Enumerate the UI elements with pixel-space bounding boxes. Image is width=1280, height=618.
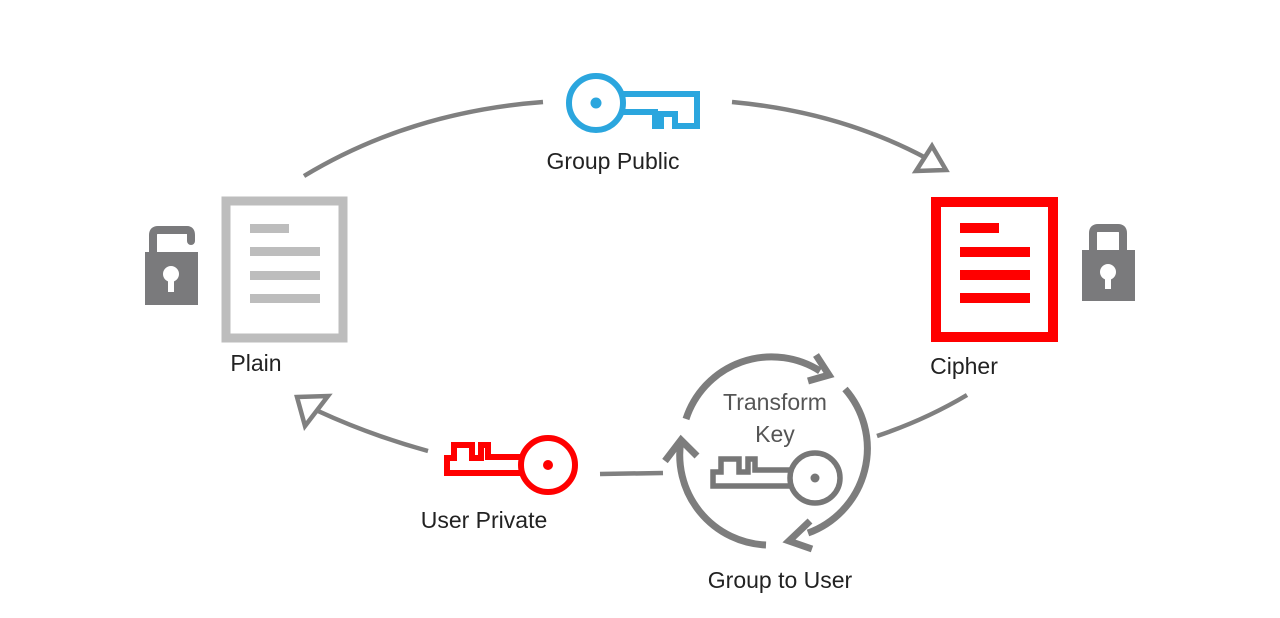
group-to-user-label: Group to User [708, 567, 853, 593]
arrow-plain-to-key [302, 99, 544, 178]
group-public-key-icon [566, 73, 700, 133]
plain-document-icon [221, 196, 348, 343]
arrow-private-to-plain [317, 408, 429, 454]
arrowhead-plain-icon [294, 393, 333, 431]
cycle-arrows-icon [662, 353, 871, 553]
arrow-cipher-to-transform [876, 393, 969, 439]
user-private-key-icon [444, 435, 578, 495]
cipher-label: Cipher [930, 353, 998, 379]
cipher-document-icon [931, 197, 1058, 342]
arrowhead-cipher-icon [911, 141, 950, 174]
plain-label: Plain [230, 350, 281, 376]
user-private-label: User Private [421, 507, 548, 533]
unlocked-padlock-icon [145, 226, 198, 305]
locked-padlock-icon [1082, 224, 1135, 301]
transform-key-icon [710, 450, 843, 506]
transform-title-line1: Transform [723, 389, 827, 415]
group-public-label: Group Public [547, 148, 680, 174]
arrow-key-to-cipher [731, 99, 928, 160]
transform-title-line2: Key [755, 421, 795, 447]
arrow-transform-to-private [599, 470, 664, 477]
